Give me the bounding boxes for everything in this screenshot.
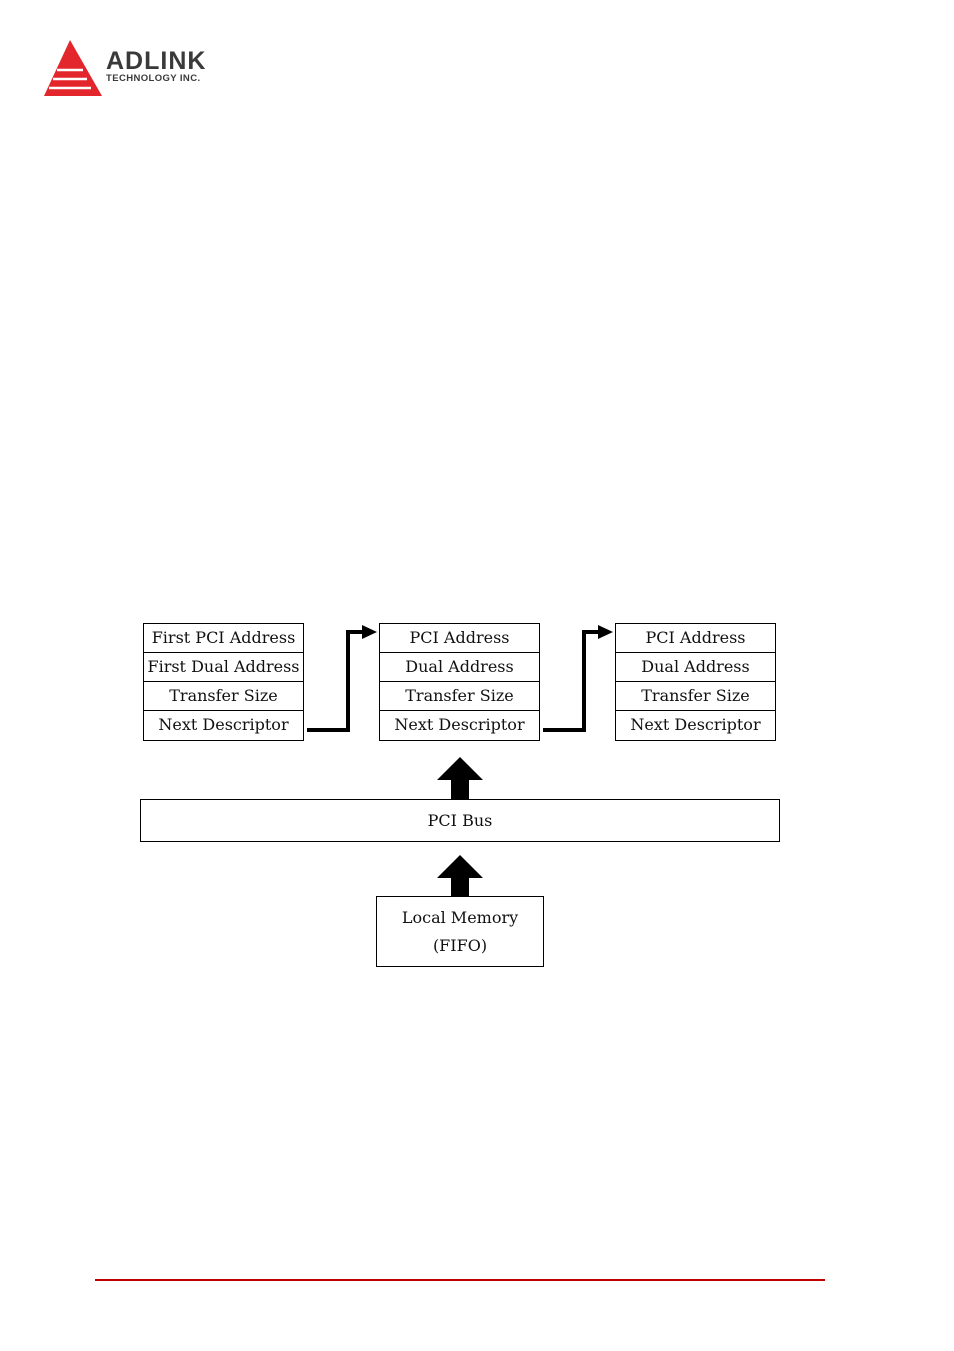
descriptor-2-row-transfer-size: Transfer Size xyxy=(380,682,539,711)
descriptor-box-2: PCI Address Dual Address Transfer Size N… xyxy=(379,623,540,741)
descriptor-2-row-dual-address: Dual Address xyxy=(380,653,539,682)
descriptor-box-3: PCI Address Dual Address Transfer Size N… xyxy=(615,623,776,741)
descriptor-1-row-next-descriptor: Next Descriptor xyxy=(144,711,303,740)
local-memory-box: Local Memory (FIFO) xyxy=(376,896,544,967)
descriptor-3-row-dual-address: Dual Address xyxy=(616,653,775,682)
local-memory-label: Local Memory xyxy=(377,904,543,932)
descriptor-1-row-dual-address: First Dual Address xyxy=(144,653,303,682)
up-arrow-bus-to-descriptors-icon xyxy=(437,757,483,799)
pci-bus-box: PCI Bus xyxy=(140,799,780,842)
logo-wordmark: ADLINK TECHNOLOGY INC. xyxy=(106,48,206,84)
next-descriptor-link-arrow-2 xyxy=(543,625,613,730)
descriptor-1-row-pci-address: First PCI Address xyxy=(144,624,303,653)
descriptor-box-1: First PCI Address First Dual Address Tra… xyxy=(143,623,304,741)
descriptor-3-row-transfer-size: Transfer Size xyxy=(616,682,775,711)
footer-rule xyxy=(95,1279,825,1281)
logo-name: ADLINK xyxy=(106,48,206,74)
next-descriptor-link-arrow-1 xyxy=(307,625,377,730)
descriptor-3-row-next-descriptor: Next Descriptor xyxy=(616,711,775,740)
up-arrow-memory-to-bus-icon xyxy=(437,855,483,896)
descriptor-1-row-transfer-size: Transfer Size xyxy=(144,682,303,711)
descriptor-3-row-pci-address: PCI Address xyxy=(616,624,775,653)
descriptor-2-row-next-descriptor: Next Descriptor xyxy=(380,711,539,740)
descriptor-2-row-pci-address: PCI Address xyxy=(380,624,539,653)
fifo-label: (FIFO) xyxy=(377,932,543,960)
logo-tagline: TECHNOLOGY INC. xyxy=(106,74,206,84)
